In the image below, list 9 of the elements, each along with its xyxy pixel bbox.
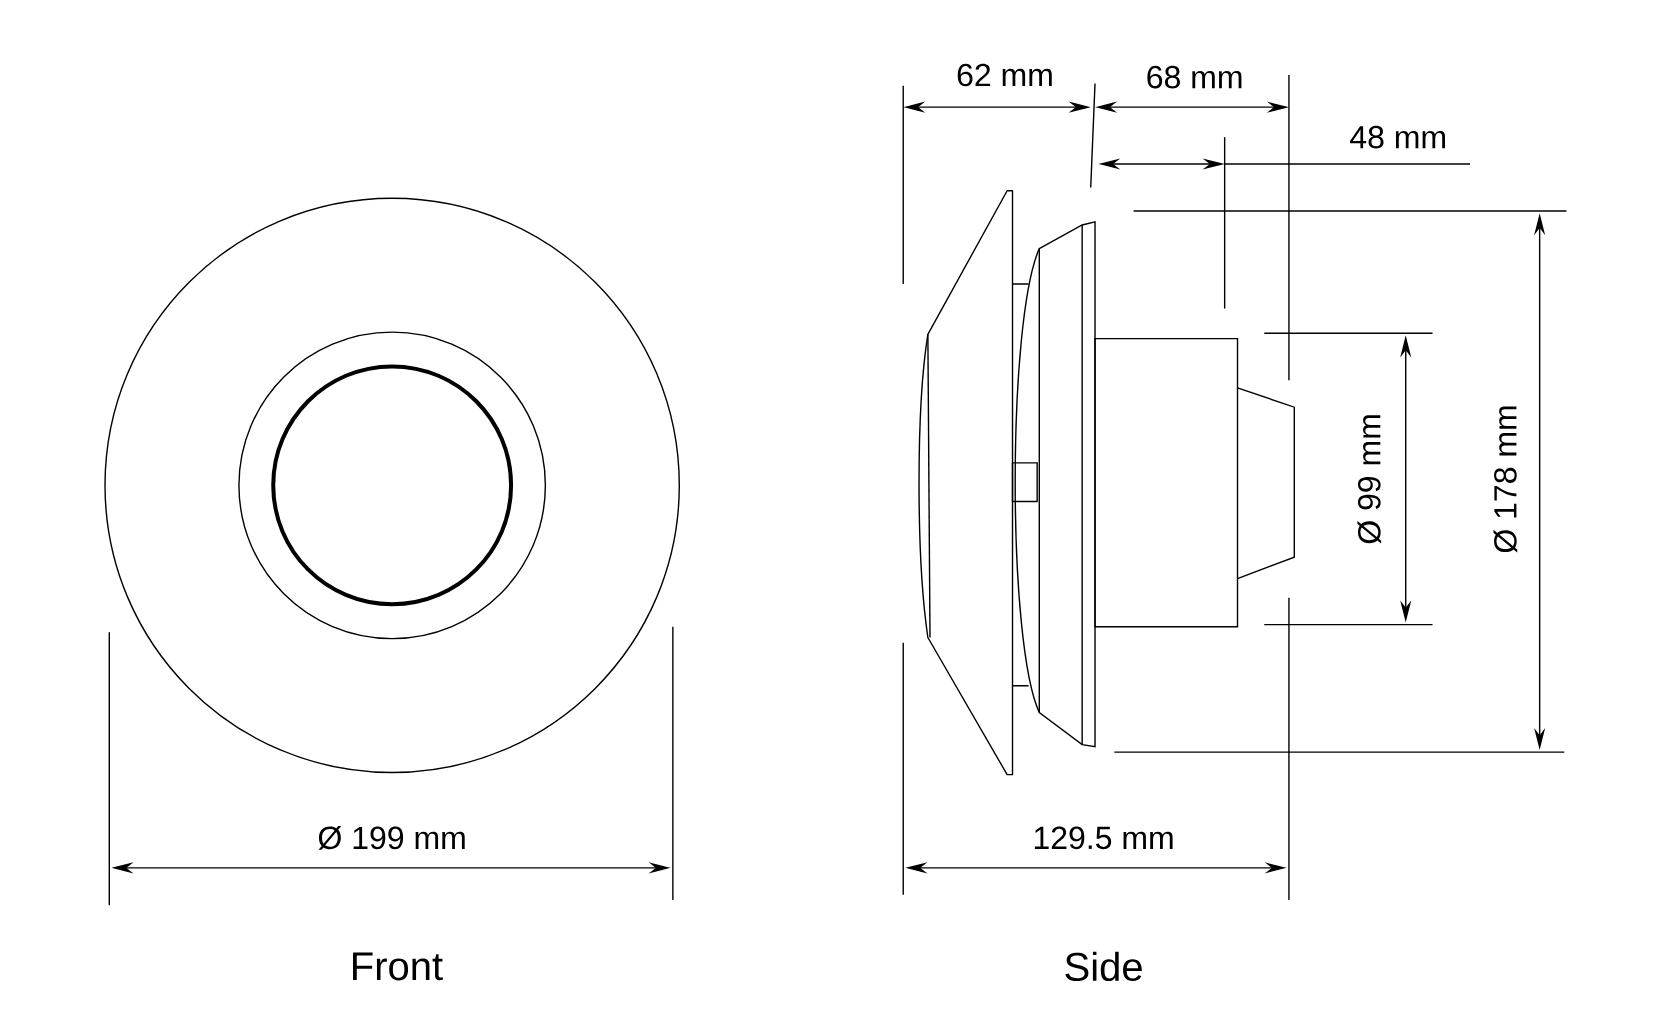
dimension-label: 62 mm — [957, 63, 1052, 87]
dimension-label: 68 mm — [1147, 65, 1242, 89]
view-caption: Side — [1065, 951, 1142, 982]
view-caption: Front — [353, 952, 443, 981]
dimension-label: Ø 178 mm — [1493, 406, 1518, 553]
dimension-label: Ø 199 mm — [318, 825, 465, 850]
dimension-label: Ø 99 mm — [1357, 415, 1382, 544]
dimension-label: 129.5 mm — [1034, 826, 1173, 850]
dimension-label: 48 mm — [1350, 125, 1445, 149]
